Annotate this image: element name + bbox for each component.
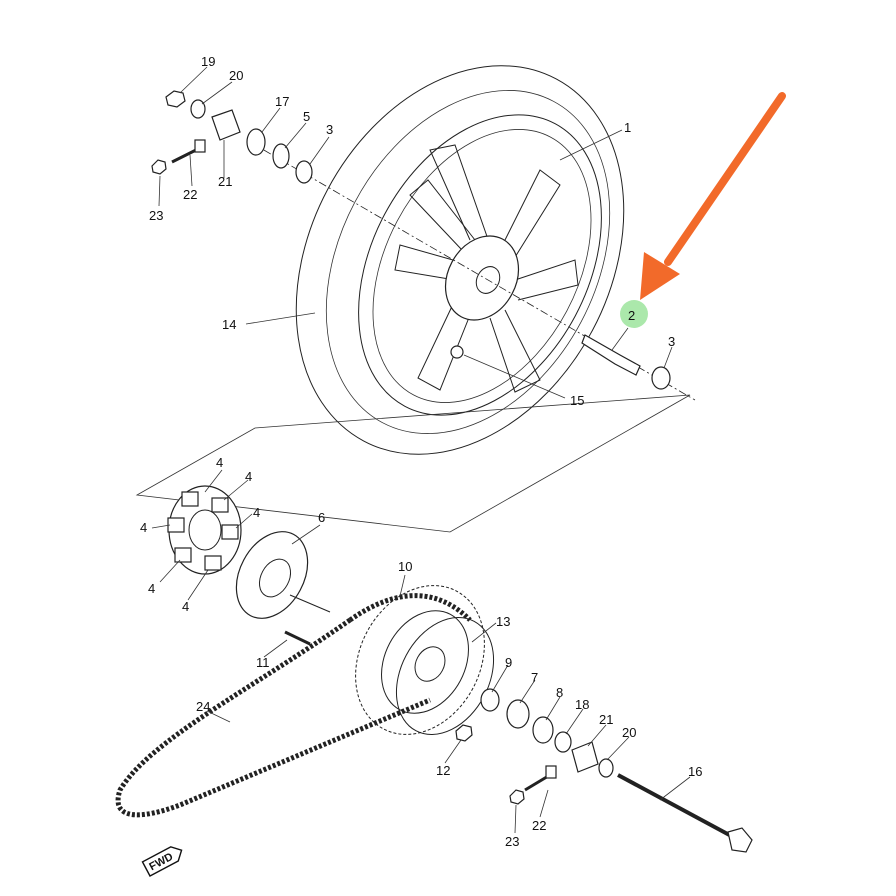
- sprocket-13: [355, 585, 495, 736]
- bearing-3-left: [295, 160, 313, 184]
- washer-20: [190, 99, 206, 119]
- rim: [358, 114, 602, 416]
- collar-2: [581, 334, 641, 376]
- bolt-22: [171, 139, 206, 164]
- bolt-22b: [524, 765, 557, 792]
- orange-pointer-arrow: [640, 92, 786, 300]
- drive-chain-24: [115, 593, 472, 818]
- callout-21: 21: [218, 174, 232, 189]
- callout-14: 14: [222, 317, 236, 332]
- callout-4d: 4: [253, 505, 260, 520]
- oil-seal-5: [272, 143, 290, 169]
- callout-4e: 4: [148, 581, 155, 596]
- chain-puller-21: [211, 109, 241, 141]
- damper-set: [167, 485, 242, 575]
- wheel-hub: [444, 235, 520, 321]
- stud-bolt-11: [284, 630, 311, 646]
- rim-inner: [372, 129, 592, 403]
- callout-labels: 19 20 17 5 3 1 21 22 23 14 2 3 15 4 4 4 …: [140, 54, 702, 849]
- valve-stem: [450, 345, 464, 359]
- callout-23b: 23: [505, 834, 519, 849]
- callout-8: 8: [556, 685, 563, 700]
- hub-center: [475, 266, 501, 294]
- wheel-axle-16: [617, 773, 753, 853]
- fwd-marker: FWD: [141, 846, 183, 877]
- washer-20b: [598, 758, 614, 778]
- callout-4a: 4: [216, 455, 223, 470]
- bearing-7: [506, 699, 530, 729]
- collar-18: [554, 731, 572, 753]
- callout-3: 3: [326, 122, 333, 137]
- callout-12: 12: [436, 763, 450, 778]
- wheel-spokes: [394, 144, 579, 393]
- oil-seal-8: [532, 716, 554, 744]
- assembly-box: [135, 394, 691, 533]
- clutch-hub-6: [235, 531, 331, 619]
- nut-19: [165, 90, 186, 108]
- leader-lines: [151, 66, 691, 834]
- callout-7: 7: [531, 670, 538, 685]
- callout-2: 2: [628, 308, 635, 323]
- callout-13: 13: [496, 614, 510, 629]
- callout-11: 11: [256, 655, 270, 670]
- callout-21b: 21: [599, 712, 613, 727]
- callout-22b: 22: [532, 818, 546, 833]
- callout-20: 20: [229, 68, 243, 83]
- bearing-3-right: [651, 366, 671, 390]
- callout-6: 6: [318, 510, 325, 525]
- callout-20b: 20: [622, 725, 636, 740]
- tire: [295, 65, 625, 455]
- nut-12: [455, 724, 473, 742]
- callout-5: 5: [303, 109, 310, 124]
- callout-19: 19: [201, 54, 215, 69]
- nut-23b: [509, 789, 525, 805]
- nut-23: [151, 159, 167, 175]
- collar-17: [246, 128, 266, 156]
- callout-4b: 4: [245, 469, 252, 484]
- callout-4c: 4: [140, 520, 147, 535]
- callout-10: 10: [398, 559, 412, 574]
- tire-inner-edge: [325, 90, 611, 434]
- right-axle-hardware: [455, 688, 753, 853]
- callout-23: 23: [149, 208, 163, 223]
- callout-9: 9: [505, 655, 512, 670]
- callout-22: 22: [183, 187, 197, 202]
- callout-3b: 3: [668, 334, 675, 349]
- callout-1: 1: [624, 120, 631, 135]
- right-hub-parts: [581, 334, 671, 390]
- callout-16: 16: [688, 764, 702, 779]
- chain-puller-21b: [571, 741, 599, 773]
- callout-4f: 4: [182, 599, 189, 614]
- left-axle-hardware: [151, 90, 313, 184]
- callout-18: 18: [575, 697, 589, 712]
- callout-17: 17: [275, 94, 289, 109]
- collar-9: [480, 688, 500, 712]
- callout-15: 15: [570, 393, 584, 408]
- highlight-marker: [620, 300, 648, 328]
- callout-24: 24: [196, 699, 210, 714]
- rear-wheel: [249, 65, 696, 455]
